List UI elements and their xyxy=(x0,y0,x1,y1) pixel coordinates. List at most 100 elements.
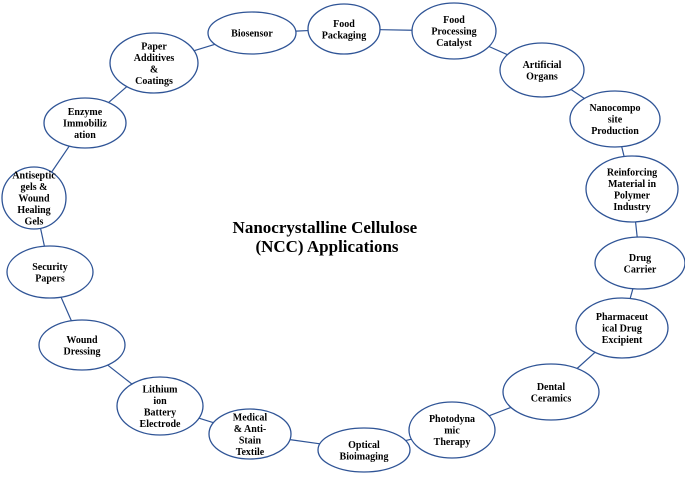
node-label-line: ation xyxy=(74,130,96,141)
node-label: Biosensor xyxy=(231,29,273,40)
connector-line xyxy=(629,288,634,299)
node-label-line: Pharmaceut xyxy=(596,312,649,323)
node-label-line: Security xyxy=(32,262,68,273)
node-ellipse xyxy=(317,427,411,473)
node-label-line: ical Drug xyxy=(602,324,642,335)
node-ellipse xyxy=(116,376,204,436)
node-label-line: Therapy xyxy=(434,437,471,448)
node-label-line: Carrier xyxy=(624,264,657,275)
node-label-line: Processing xyxy=(431,27,476,38)
connector-line xyxy=(108,86,128,103)
node-label-line: Nanocompo xyxy=(589,103,640,114)
node-label-line: Bioimaging xyxy=(340,451,389,462)
node-label-line: Food xyxy=(443,15,465,26)
node-ellipse xyxy=(38,319,126,371)
node-label-line: Ceramics xyxy=(531,393,572,404)
node-label-line: Food xyxy=(333,19,355,30)
node-label-line: Excipient xyxy=(602,335,643,346)
node-label-line: Paper xyxy=(141,41,167,52)
node-label-line: site xyxy=(608,115,623,126)
node-ellipse xyxy=(575,297,669,359)
connector-line xyxy=(634,221,638,238)
node-label-line: Textile xyxy=(236,447,265,458)
node-label-line: ion xyxy=(153,396,167,407)
node-ellipse xyxy=(594,236,685,290)
connector-line xyxy=(107,364,133,385)
center-title-line-1: Nanocrystalline Cellulose xyxy=(233,218,418,237)
connector-line xyxy=(488,45,508,56)
node-label-line: Drug xyxy=(629,253,651,264)
node-label-line: & Anti- xyxy=(234,424,267,435)
node-ellipse xyxy=(585,155,679,223)
node-label-line: Additives xyxy=(134,53,175,64)
node-label-line: Optical xyxy=(348,440,380,451)
node-ellipse xyxy=(6,245,94,299)
node-label-line: Wound xyxy=(18,194,50,205)
connector-line xyxy=(60,296,72,322)
node-ellipse xyxy=(569,90,661,148)
node-label-line: Industry xyxy=(613,202,650,213)
node-label-line: Lithium xyxy=(142,384,178,395)
node-label-line: Papers xyxy=(35,273,65,284)
node-label-line: Antiseptic xyxy=(12,171,56,182)
node-ellipse xyxy=(502,363,600,421)
node-label-line: Polymer xyxy=(614,190,651,201)
node-label-line: Battery xyxy=(144,407,176,418)
node-label-line: Artificial xyxy=(523,60,562,71)
node-ellipse xyxy=(43,97,127,149)
connector-line xyxy=(621,146,625,157)
connector-line xyxy=(405,438,412,442)
node-biosensor: Biosensor xyxy=(207,11,297,55)
node-label-line: Electrode xyxy=(140,419,181,430)
connector-line xyxy=(295,29,309,32)
node-label-line: Enzyme xyxy=(68,107,103,118)
node-label-line: Immobiliz xyxy=(63,119,107,130)
connector-line xyxy=(39,228,46,247)
node-ellipse xyxy=(109,32,199,94)
node-label-line: Coatings xyxy=(135,76,173,87)
node-label-line: Catalyst xyxy=(436,38,472,49)
node-label-line: & xyxy=(150,64,158,75)
node-ellipse xyxy=(208,408,292,460)
connector-line xyxy=(51,145,70,173)
node-label-line: Gels xyxy=(25,217,44,228)
node-label-line: Reinforcing xyxy=(607,167,657,178)
node-ellipse xyxy=(307,3,381,55)
connector-line xyxy=(570,89,585,99)
connector-line xyxy=(379,29,413,31)
node-label-line: Organs xyxy=(526,71,558,82)
node-label-line: Photodyna xyxy=(429,414,475,425)
connector-line xyxy=(488,406,512,417)
node-label-line: Dental xyxy=(537,382,566,393)
node-ellipse xyxy=(408,401,496,459)
node-label-line: Production xyxy=(591,126,639,137)
